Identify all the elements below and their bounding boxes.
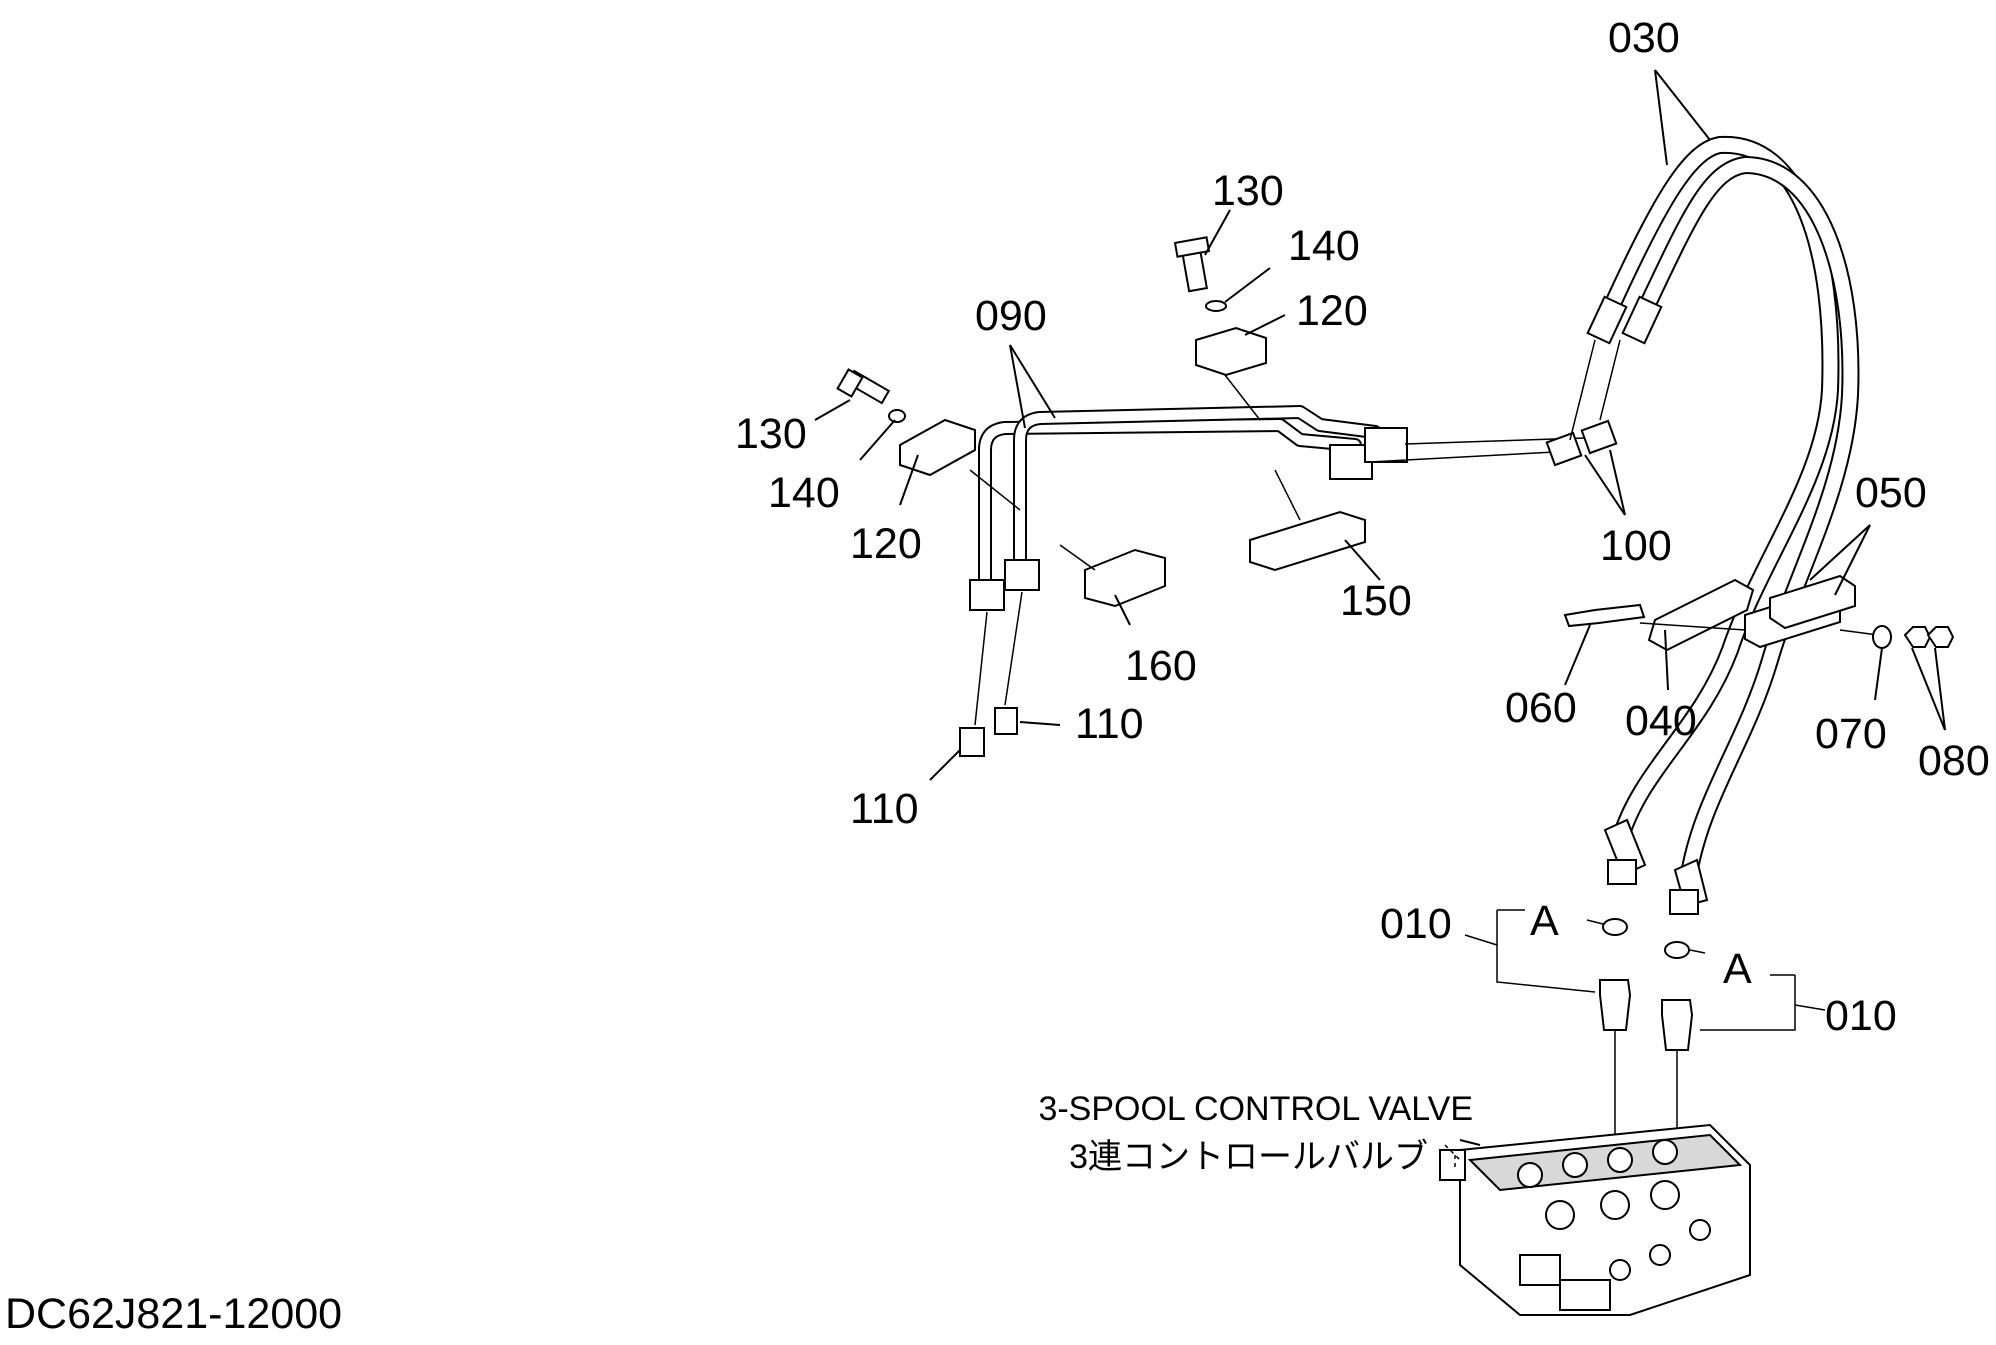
callout-010-right: 010: [1825, 992, 1897, 1040]
clamp-set-top: [1173, 236, 1267, 421]
callout-140-left: 140: [768, 469, 840, 517]
callout-150: 150: [1340, 577, 1412, 625]
callout-040: 040: [1625, 697, 1697, 745]
callout-100: 100: [1600, 522, 1672, 570]
control-valve: [1439, 1123, 1751, 1316]
document-id: DC62J821-12000: [5, 1290, 342, 1338]
leader-lines: [814, 69, 1946, 1146]
callout-120-top: 120: [1296, 287, 1368, 335]
callout-130-top: 130: [1212, 167, 1284, 215]
section-marker-a-left: A: [1530, 897, 1559, 945]
clamp-050-assembly: [1563, 574, 1955, 652]
clamp-set-left: [836, 368, 1021, 511]
pipe-090-assembly: [969, 405, 1408, 611]
valve-label-en: 3-SPOOL CONTROL VALVE: [1038, 1090, 1473, 1128]
adapter-100: [1545, 339, 1621, 467]
callout-130-left: 130: [735, 410, 807, 458]
callout-030: 030: [1608, 14, 1680, 62]
callout-110-left: 110: [850, 785, 919, 833]
hose-030-assembly: [1586, 135, 1860, 915]
callout-090: 090: [975, 292, 1047, 340]
block-150: [1249, 469, 1366, 572]
fitting-010: [1464, 909, 1826, 1140]
callout-120-left: 120: [850, 520, 922, 568]
callout-160: 160: [1125, 642, 1197, 690]
callout-110-right: 110: [1075, 700, 1144, 748]
callout-060: 060: [1505, 684, 1577, 732]
callout-050: 050: [1855, 469, 1927, 517]
section-marker-a-right: A: [1723, 945, 1752, 993]
valve-label-ja: 3連コントロールバルブ: [1069, 1138, 1428, 1176]
callout-140-top: 140: [1288, 222, 1360, 270]
callout-010-left: 010: [1380, 900, 1452, 948]
callout-080: 080: [1918, 737, 1990, 785]
block-160: [1059, 544, 1166, 608]
callout-070: 070: [1815, 710, 1887, 758]
plug-110: [959, 591, 1023, 757]
